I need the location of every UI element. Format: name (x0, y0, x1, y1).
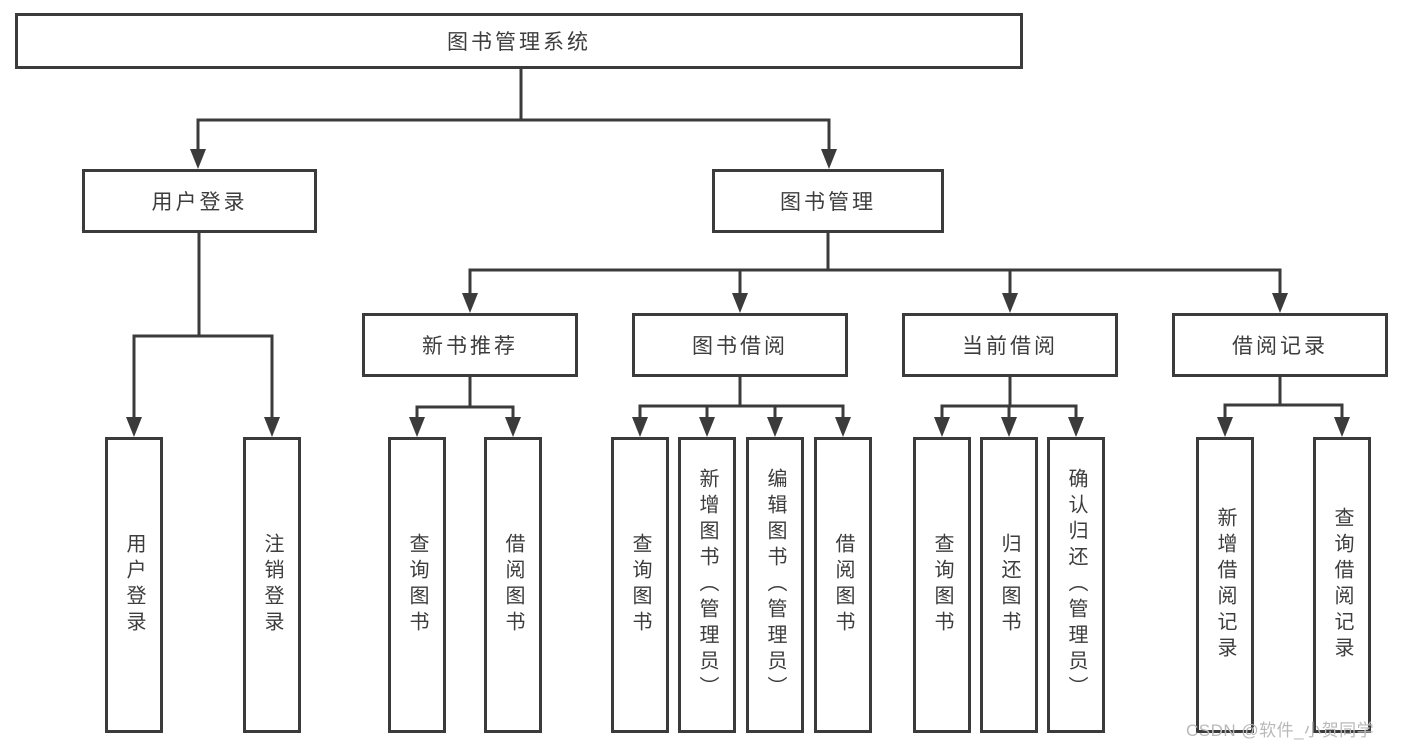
node-book-management: 图书管理 (712, 169, 944, 233)
leaf-user-login: 用户登录 (105, 437, 163, 733)
watermark-text: CSDN @软件_小贺同学 (1186, 721, 1375, 740)
leaf-add-books-admin: 新增图书（管理员） (678, 437, 736, 733)
leaf-query-borrow-record: 查询借阅记录 (1313, 437, 1371, 733)
node-new-book-recommend: 新书推荐 (362, 313, 578, 377)
node-current-borrow: 当前借阅 (902, 313, 1118, 377)
leaf-query-books-current: 查询图书 (913, 437, 971, 733)
leaf-borrow-books-recommend: 借阅图书 (484, 437, 542, 733)
leaf-confirm-return-admin: 确认归还（管理员） (1047, 437, 1105, 733)
node-borrow-record: 借阅记录 (1172, 313, 1388, 377)
node-book-borrow: 图书借阅 (632, 313, 848, 377)
leaf-borrow-books: 借阅图书 (814, 437, 872, 733)
leaf-logout: 注销登录 (243, 437, 301, 733)
leaf-add-borrow-record: 新增借阅记录 (1196, 437, 1254, 733)
node-library-management-system: 图书管理系统 (15, 13, 1023, 69)
leaf-return-books: 归还图书 (980, 437, 1038, 733)
leaf-query-books-recommend: 查询图书 (388, 437, 446, 733)
leaf-query-books-borrow: 查询图书 (611, 437, 669, 733)
node-user-login: 用户登录 (82, 169, 317, 233)
leaf-edit-books-admin: 编辑图书（管理员） (746, 437, 804, 733)
arrowhead-icons (126, 149, 1350, 437)
